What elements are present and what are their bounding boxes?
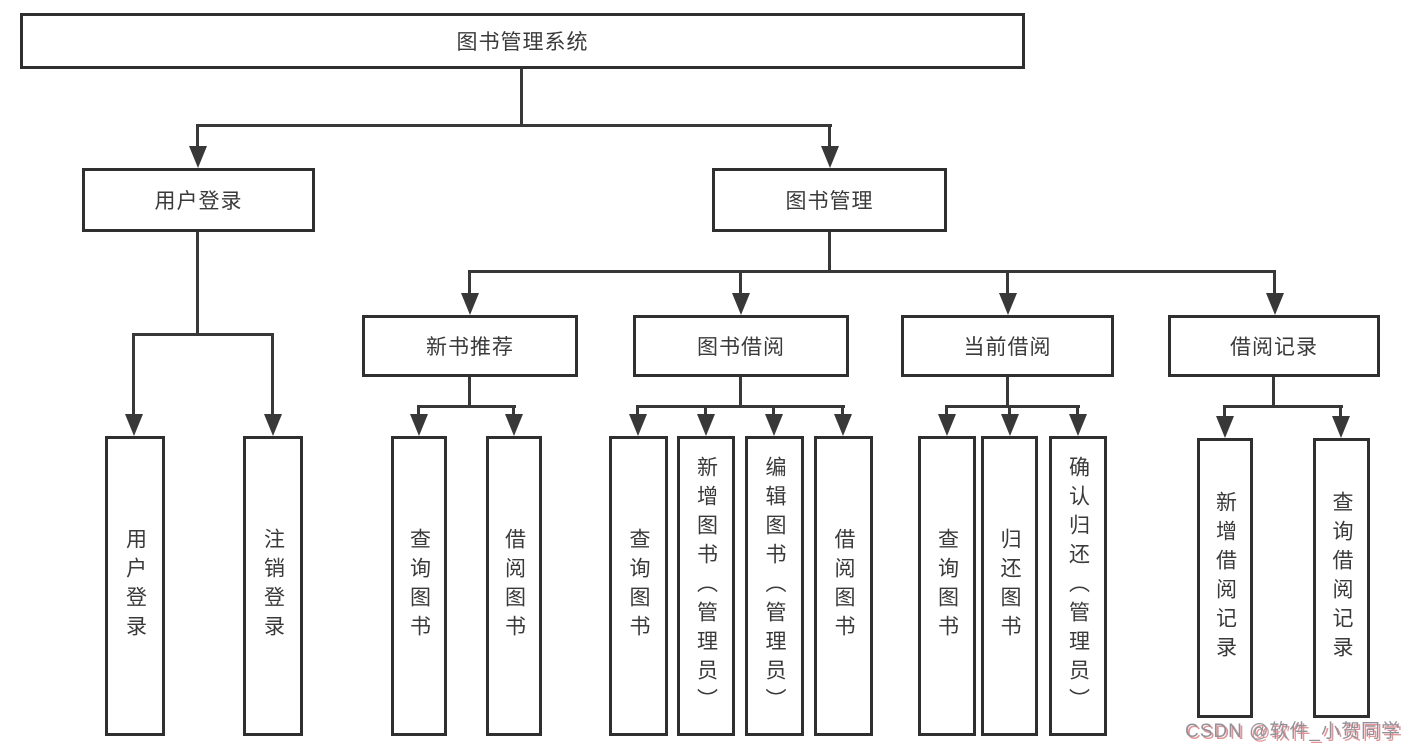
arrowhead-borrow-book: [834, 414, 852, 436]
arrowhead-add-book: [697, 414, 715, 436]
connector-drop-new-book: [468, 270, 471, 295]
connector-root-stem: [520, 69, 523, 126]
leaf-add-book-admin: 新增图书（管理员）: [677, 436, 735, 736]
connector-borrow-record-branch: [1223, 405, 1343, 408]
arrowhead-borrow-recommend: [505, 414, 523, 436]
connector-drop-borrow-book: [841, 405, 844, 416]
connector-user-login-stem: [196, 232, 199, 335]
arrowhead-return-book: [1001, 414, 1019, 436]
arrowhead-leaf-user-login: [125, 414, 143, 436]
leaf-user-login-label: 用户登录: [123, 528, 147, 644]
connector-book-management-stem: [828, 232, 831, 272]
leaf-query-book-borrow: 查询图书: [609, 436, 668, 736]
arrowhead-query-record: [1332, 416, 1350, 438]
connector-drop-book-borrow: [739, 270, 742, 295]
leaf-user-login: 用户登录: [105, 436, 165, 736]
arrowhead-book-borrow: [732, 293, 750, 315]
leaf-query-borrow-record-label: 查询借阅记录: [1330, 491, 1353, 665]
leaf-query-book-recommend: 查询图书: [391, 436, 447, 736]
leaf-query-book-borrow-label: 查询图书: [627, 528, 650, 644]
connector-current-borrow-stem: [1006, 377, 1009, 407]
leaf-confirm-return-admin-label: 确认归还（管理员）: [1066, 455, 1090, 717]
node-new-book-recommend: 新书推荐: [362, 315, 578, 377]
connector-drop-borrow-recommend: [512, 405, 515, 416]
arrowhead-query-current: [938, 414, 956, 436]
leaf-edit-book-admin: 编辑图书（管理员）: [745, 436, 804, 736]
leaf-logout-label: 注销登录: [261, 528, 285, 644]
connector-book-management-branch: [468, 270, 1276, 273]
connector-drop-add-record: [1223, 405, 1226, 418]
connector-drop-query-current: [945, 405, 948, 416]
arrowhead-confirm-return: [1069, 414, 1087, 436]
leaf-return-book-label: 归还图书: [998, 528, 1021, 644]
node-new-book-recommend-label: 新书推荐: [426, 336, 514, 359]
arrowhead-edit-book: [765, 414, 783, 436]
arrowhead-leaf-logout: [264, 414, 282, 436]
connector-drop-return-book: [1008, 405, 1011, 416]
leaf-return-book: 归还图书: [981, 436, 1038, 736]
leaf-query-book-current: 查询图书: [918, 436, 976, 736]
connector-drop-add-book: [704, 405, 707, 416]
arrowhead-query-recommend: [410, 414, 428, 436]
connector-current-borrow-branch: [945, 405, 1080, 408]
leaf-borrow-book: 借阅图书: [814, 436, 873, 736]
connector-drop-leaf-logout: [271, 333, 274, 416]
leaf-query-book-recommend-label: 查询图书: [407, 528, 431, 644]
arrowhead-new-book: [461, 293, 479, 315]
leaf-query-book-current-label: 查询图书: [935, 528, 959, 644]
connector-drop-query-record: [1339, 405, 1342, 418]
connector-drop-borrow-record: [1273, 270, 1276, 295]
leaf-add-borrow-record-label: 新增借阅记录: [1213, 491, 1237, 665]
node-book-management: 图书管理: [712, 168, 947, 232]
node-borrow-record: 借阅记录: [1168, 315, 1380, 377]
arrowhead-user-login: [189, 146, 207, 168]
node-book-borrow: 图书借阅: [633, 315, 849, 377]
leaf-query-borrow-record: 查询借阅记录: [1313, 438, 1370, 718]
connector-drop-confirm-return: [1076, 405, 1079, 416]
arrowhead-current-borrow: [999, 293, 1017, 315]
node-book-borrow-label: 图书借阅: [697, 336, 785, 359]
node-current-borrow: 当前借阅: [901, 315, 1114, 377]
connector-new-book-stem: [468, 377, 471, 407]
connector-user-login-branch: [132, 333, 274, 336]
connector-drop-edit-book: [772, 405, 775, 416]
leaf-add-borrow-record: 新增借阅记录: [1197, 438, 1253, 718]
connector-drop-book-management: [828, 124, 831, 148]
connector-drop-query-borrow: [636, 405, 639, 416]
leaf-confirm-return-admin: 确认归还（管理员）: [1049, 436, 1107, 736]
node-root-label: 图书管理系统: [456, 31, 589, 54]
leaf-borrow-book-recommend-label: 借阅图书: [502, 528, 526, 644]
node-user-login: 用户登录: [82, 168, 315, 232]
node-borrow-record-label: 借阅记录: [1230, 336, 1318, 359]
node-current-borrow-label: 当前借阅: [963, 336, 1052, 359]
leaf-borrow-book-recommend: 借阅图书: [486, 436, 542, 736]
csdn-watermark: CSDN @软件_小贺同学: [1185, 721, 1401, 742]
arrowhead-borrow-record: [1266, 293, 1284, 315]
arrowhead-add-record: [1216, 416, 1234, 438]
connector-book-borrow-branch: [636, 405, 845, 408]
connector-new-book-branch: [417, 405, 516, 408]
node-book-management-label: 图书管理: [785, 190, 874, 213]
leaf-logout: 注销登录: [243, 436, 303, 736]
connector-drop-query-recommend: [417, 405, 420, 416]
connector-drop-user-login: [196, 124, 199, 148]
leaf-add-book-admin-label: 新增图书（管理员）: [694, 455, 718, 717]
arrowhead-book-management: [821, 146, 839, 168]
connector-book-borrow-stem: [739, 377, 742, 407]
leaf-edit-book-admin-label: 编辑图书（管理员）: [763, 455, 786, 717]
connector-drop-leaf-user-login: [132, 333, 135, 416]
connector-root-branch: [196, 124, 832, 127]
arrowhead-query-borrow: [629, 414, 647, 436]
connector-borrow-record-stem: [1272, 377, 1275, 407]
node-root: 图书管理系统: [20, 13, 1025, 69]
leaf-borrow-book-label: 借阅图书: [832, 528, 855, 644]
connector-drop-current-borrow: [1006, 270, 1009, 295]
node-user-login-label: 用户登录: [154, 190, 243, 213]
